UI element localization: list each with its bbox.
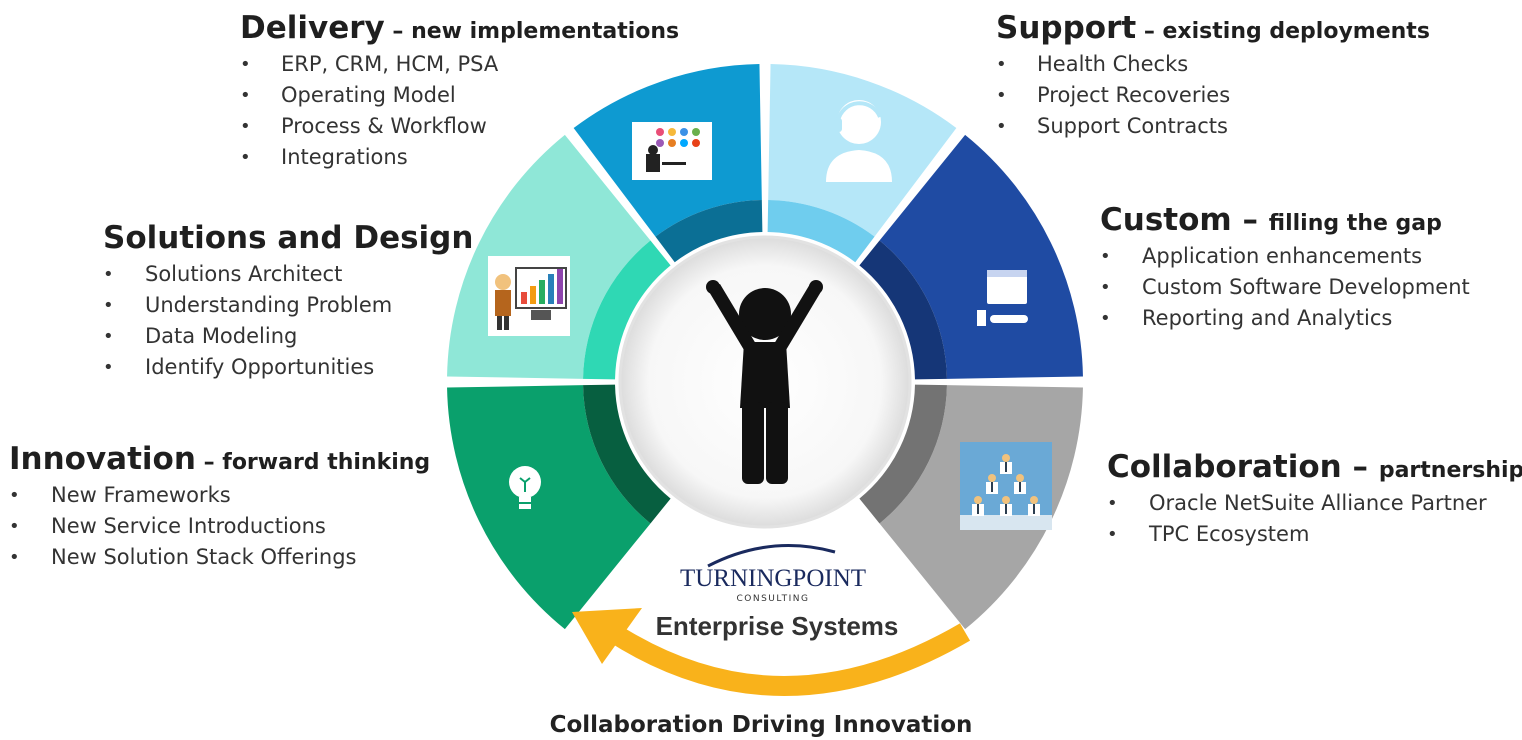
bullet-dot: • — [996, 85, 1007, 106]
collaboration-subtitle: partnerships — [1378, 458, 1522, 483]
list-item: •Support Contracts — [996, 111, 1430, 142]
bullet-dot: • — [240, 54, 251, 75]
delivery-block: Delivery – new implementations •ERP, CRM… — [240, 13, 679, 173]
collaboration-title: Collaboration — [1107, 449, 1342, 485]
custom-items: •Application enhancements •Custom Softwa… — [1100, 241, 1470, 334]
list-item: •TPC Ecosystem — [1107, 519, 1522, 550]
bullet-dot: • — [103, 357, 114, 378]
delivery-items: •ERP, CRM, HCM, PSA •Operating Model •Pr… — [240, 49, 679, 173]
innovation-segment-inner-band — [583, 384, 671, 524]
bullet-dot: • — [1100, 277, 1111, 298]
bullet-dot: • — [1100, 308, 1111, 329]
delivery-separator: – — [384, 19, 412, 44]
list-item: •New Solution Stack Offerings — [9, 542, 430, 573]
support-segment-inner-band — [767, 200, 875, 263]
cycle-arrow-head — [572, 608, 642, 664]
list-item: •Process & Workflow — [240, 111, 679, 142]
bullet-dot: • — [1107, 493, 1118, 514]
support-separator: – — [1136, 19, 1163, 44]
bullet-dot: • — [996, 54, 1007, 75]
custom-separator: – — [1231, 202, 1269, 238]
innovation-separator: – — [195, 450, 223, 475]
delivery-title: Delivery — [240, 10, 385, 46]
collaboration-items: •Oracle NetSuite Alliance Partner •TPC E… — [1107, 488, 1522, 550]
logo-swoosh — [707, 544, 836, 568]
innovation-items: •New Frameworks •New Service Introductio… — [9, 480, 430, 573]
list-item: •Understanding Problem — [103, 290, 473, 321]
bullet-dot: • — [9, 516, 20, 537]
custom-block: Custom – filling the gap •Application en… — [1100, 205, 1470, 334]
solutions-items: •Solutions Architect •Understanding Prob… — [103, 259, 473, 383]
support-subtitle: existing deployments — [1162, 19, 1430, 44]
list-item: •Solutions Architect — [103, 259, 473, 290]
logo-brand: TURNINGPOINT — [680, 565, 866, 592]
bullet-dot: • — [103, 264, 114, 285]
list-item: •Integrations — [240, 142, 679, 173]
innovation-title: Innovation — [9, 441, 196, 477]
bullet-dot: • — [240, 85, 251, 106]
list-item: •Operating Model — [240, 80, 679, 111]
bullet-dot: • — [9, 485, 20, 506]
solutions-title: Solutions and Design — [103, 220, 474, 256]
list-item: •Data Modeling — [103, 321, 473, 352]
team-pyramid-icon — [960, 442, 1052, 530]
collaboration-segment-inner-band — [859, 384, 947, 524]
headset-user-icon — [826, 100, 892, 182]
bullet-dot: • — [240, 116, 251, 137]
support-block: Support – existing deployments •Health C… — [996, 13, 1430, 142]
delivery-subtitle: new implementations — [411, 19, 680, 44]
person-arms-raised-icon — [706, 280, 823, 484]
planning-illustration-icon — [632, 122, 712, 180]
list-item: •Reporting and Analytics — [1100, 303, 1470, 334]
list-item: •New Service Introductions — [9, 511, 430, 542]
computer-icon — [977, 270, 1028, 326]
bullet-dot: • — [103, 295, 114, 316]
bullet-dot: • — [1100, 246, 1111, 267]
bullet-dot: • — [240, 147, 251, 168]
center-title: Enterprise Systems — [656, 611, 899, 641]
collaboration-separator: – — [1341, 449, 1379, 485]
logo-subtitle: CONSULTING — [736, 594, 809, 604]
innovation-block: Innovation – forward thinking •New Frame… — [9, 444, 430, 573]
footer-caption: Collaboration Driving Innovation — [549, 712, 973, 738]
support-title: Support — [996, 10, 1137, 46]
list-item: •Oracle NetSuite Alliance Partner — [1107, 488, 1522, 519]
custom-segment — [879, 134, 1083, 379]
list-item: •New Frameworks — [9, 480, 430, 511]
list-item: •ERP, CRM, HCM, PSA — [240, 49, 679, 80]
solutions-segment-inner-band — [583, 240, 671, 380]
custom-title: Custom — [1100, 202, 1232, 238]
solutions-block: Solutions and Design •Solutions Architec… — [103, 223, 473, 383]
list-item: •Health Checks — [996, 49, 1430, 80]
delivery-segment-inner-band — [655, 200, 763, 263]
innovation-subtitle: forward thinking — [222, 450, 431, 475]
presenter-chart-icon — [488, 256, 570, 336]
list-item: •Identify Opportunities — [103, 352, 473, 383]
list-item: •Application enhancements — [1100, 241, 1470, 272]
bullet-dot: • — [996, 116, 1007, 137]
list-item: •Project Recoveries — [996, 80, 1430, 111]
lightbulb-icon — [509, 466, 541, 509]
cycle-arrow — [606, 623, 971, 696]
bullet-dot: • — [9, 547, 20, 568]
bullet-dot: • — [103, 326, 114, 347]
custom-segment-inner-band — [859, 240, 947, 380]
bullet-dot: • — [1107, 524, 1118, 545]
innovation-segment — [447, 385, 651, 630]
support-items: •Health Checks •Project Recoveries •Supp… — [996, 49, 1430, 142]
collaboration-block: Collaboration – partnerships •Oracle Net… — [1107, 452, 1522, 550]
list-item: •Custom Software Development — [1100, 272, 1470, 303]
custom-subtitle: filling the gap — [1268, 211, 1442, 236]
